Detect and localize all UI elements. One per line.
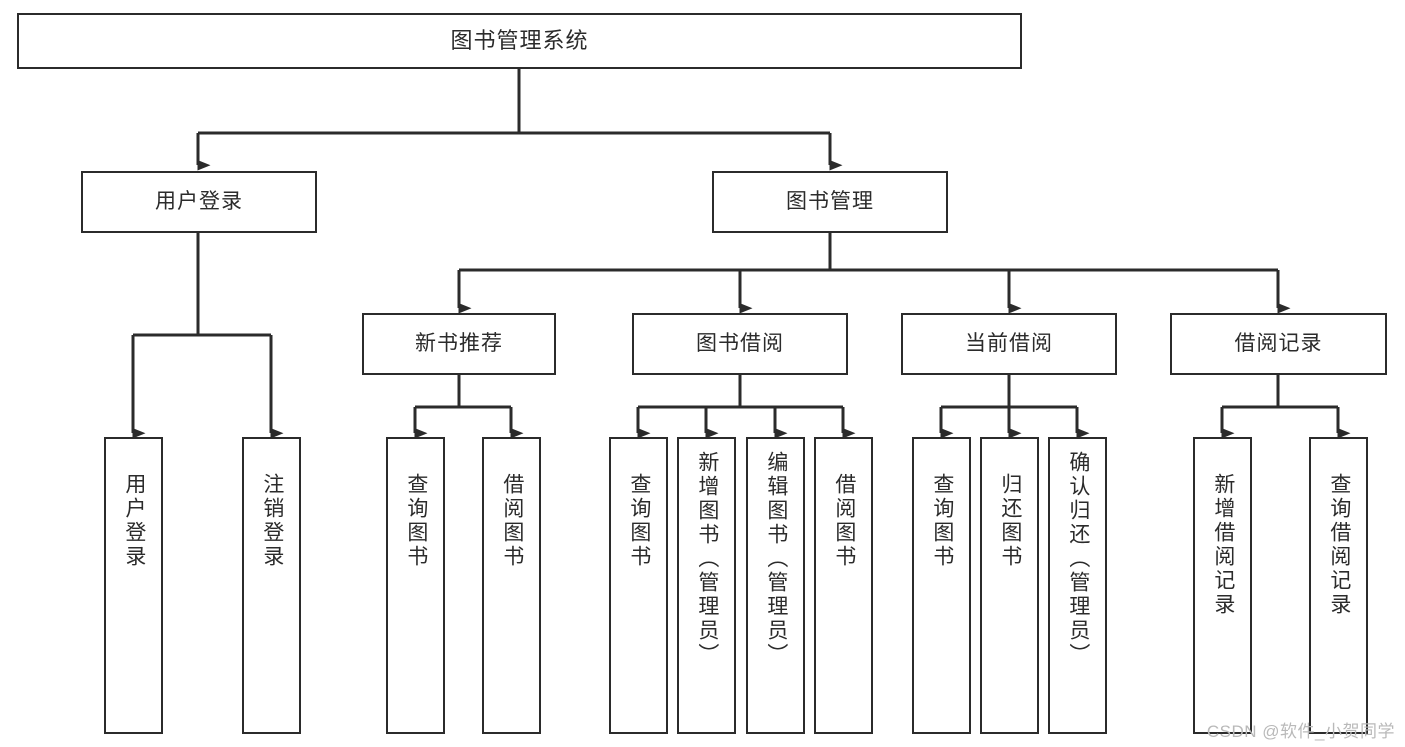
leaf-confirm-return-admin[interactable]: 确认归还（管理员） [1048, 437, 1107, 734]
node-user-login[interactable]: 用户登录 [81, 171, 317, 233]
leaf-edit-book-admin[interactable]: 编辑图书（管理员） [746, 437, 805, 734]
node-label: 当前借阅 [965, 331, 1053, 355]
leaf-add-book-admin[interactable]: 新增图书（管理员） [677, 437, 736, 734]
leaf-add-borrow-record[interactable]: 新增借阅记录 [1193, 437, 1252, 734]
node-label: 新书推荐 [415, 331, 503, 355]
leaf-query-book-borrow[interactable]: 查询图书 [609, 437, 668, 734]
node-book-borrowing[interactable]: 图书借阅 [632, 313, 848, 375]
node-label: 借阅记录 [1234, 331, 1323, 355]
leaf-borrow-book[interactable]: 借阅图书 [814, 437, 873, 734]
node-label: 查询图书 [404, 473, 428, 569]
node-label: 确认归还（管理员） [1066, 451, 1090, 667]
node-borrowing-record[interactable]: 借阅记录 [1170, 313, 1387, 375]
node-label: 查询借阅记录 [1327, 473, 1351, 617]
node-label: 编辑图书（管理员） [764, 451, 788, 667]
node-label: 图书管理 [786, 189, 874, 213]
leaf-query-book-recommend[interactable]: 查询图书 [386, 437, 445, 734]
watermark-text: CSDN @软件_小贺同学 [1206, 722, 1395, 741]
node-label: 归还图书 [998, 473, 1022, 569]
node-label: 新增图书（管理员） [695, 451, 719, 667]
node-label: 图书管理系统 [450, 28, 589, 54]
node-label: 注销登录 [260, 473, 284, 569]
leaf-query-borrow-record[interactable]: 查询借阅记录 [1309, 437, 1368, 734]
node-label: 借阅图书 [832, 473, 856, 569]
leaf-user-login[interactable]: 用户登录 [104, 437, 163, 734]
leaf-return-book[interactable]: 归还图书 [980, 437, 1039, 734]
node-new-book-recommendation[interactable]: 新书推荐 [362, 313, 556, 375]
leaf-query-book-current[interactable]: 查询图书 [912, 437, 971, 734]
node-label: 查询图书 [627, 473, 651, 569]
node-label: 用户登录 [122, 473, 146, 569]
node-label: 查询图书 [930, 473, 954, 569]
node-current-borrowing[interactable]: 当前借阅 [901, 313, 1117, 375]
leaf-borrow-book-recommend[interactable]: 借阅图书 [482, 437, 541, 734]
node-label: 用户登录 [155, 189, 243, 213]
leaf-user-logout[interactable]: 注销登录 [242, 437, 301, 734]
node-label: 借阅图书 [500, 473, 524, 569]
node-root-book-management-system[interactable]: 图书管理系统 [17, 13, 1022, 69]
node-label: 新增借阅记录 [1211, 473, 1235, 617]
node-label: 图书借阅 [696, 331, 784, 355]
node-book-management[interactable]: 图书管理 [712, 171, 948, 233]
